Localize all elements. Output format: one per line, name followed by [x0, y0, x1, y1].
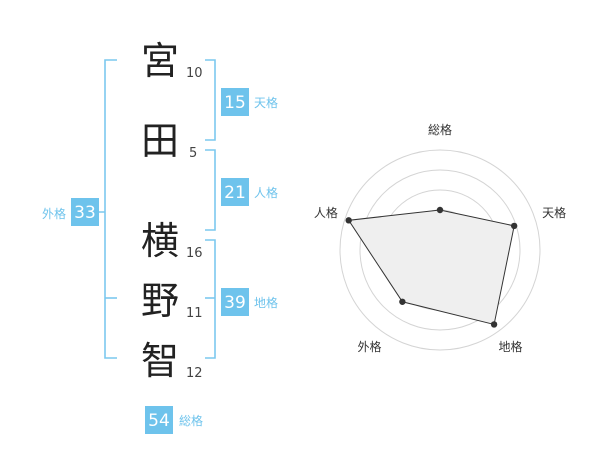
tenkaku-badge: 15 天格 — [221, 88, 278, 116]
soukaku-box — [145, 406, 173, 434]
stroke-count-4: 11 — [186, 306, 203, 321]
jinkaku-box — [221, 178, 249, 206]
radar-point-2 — [490, 321, 498, 328]
soukaku-badge: 54 総格 — [145, 406, 203, 434]
chikaku-label: 地格 — [254, 295, 278, 310]
soukaku-label: 総格 — [179, 413, 203, 428]
tenkaku-value: 15 — [224, 93, 246, 113]
radar-chart: 総格 天格 地格 外格 人格 — [314, 122, 566, 354]
stroke-count-2: 5 — [189, 146, 197, 161]
tenkaku-bracket — [205, 59, 216, 141]
stroke-count-5: 12 — [186, 366, 203, 381]
chikaku-value: 39 — [224, 293, 246, 313]
radar-axis-label-jinkaku: 人格 — [314, 205, 338, 220]
radar-points — [345, 206, 518, 328]
gaikaku-badge: 外格 33 — [42, 198, 99, 226]
gaikaku-box — [71, 198, 99, 226]
chikaku-bracket — [205, 239, 216, 359]
name-char-4: 野 — [141, 279, 179, 323]
tenkaku-box — [221, 88, 249, 116]
radar-point-3 — [399, 298, 406, 305]
jinkaku-badge: 21 人格 — [221, 178, 278, 206]
gaikaku-label: 外格 — [42, 206, 66, 221]
radar-axis-label-gaikaku: 外格 — [357, 339, 381, 354]
radar-ring — [339, 149, 541, 351]
stroke-count-1: 10 — [186, 66, 203, 81]
jinkaku-value: 21 — [224, 183, 246, 203]
radar-axis-label-chikaku: 地格 — [499, 339, 523, 354]
radar-polygon — [347, 209, 515, 326]
name-char-2: 田 — [141, 119, 179, 163]
jinkaku-label: 人格 — [254, 185, 278, 200]
radar-point-1 — [510, 222, 518, 230]
jinkaku-bracket — [205, 149, 216, 231]
tenkaku-label: 天格 — [254, 95, 278, 110]
chikaku-box — [221, 288, 249, 316]
name-char-1: 宮 — [141, 39, 179, 83]
soukaku-value: 54 — [148, 411, 170, 431]
gaikaku-bracket — [104, 59, 117, 359]
radar-ring — [359, 169, 521, 331]
chikaku-badge: 39 地格 — [221, 288, 278, 316]
gaikaku-value: 33 — [74, 203, 96, 223]
name-char-3: 横 — [141, 219, 179, 263]
radar-axis-label-tenkaku: 天格 — [542, 205, 566, 220]
stroke-count-3: 16 — [186, 246, 203, 261]
radar-point-4 — [345, 217, 352, 224]
radar-point-0 — [436, 206, 444, 214]
radar-axis-label-soukaku: 総格 — [428, 122, 452, 137]
name-char-5: 智 — [141, 339, 179, 383]
